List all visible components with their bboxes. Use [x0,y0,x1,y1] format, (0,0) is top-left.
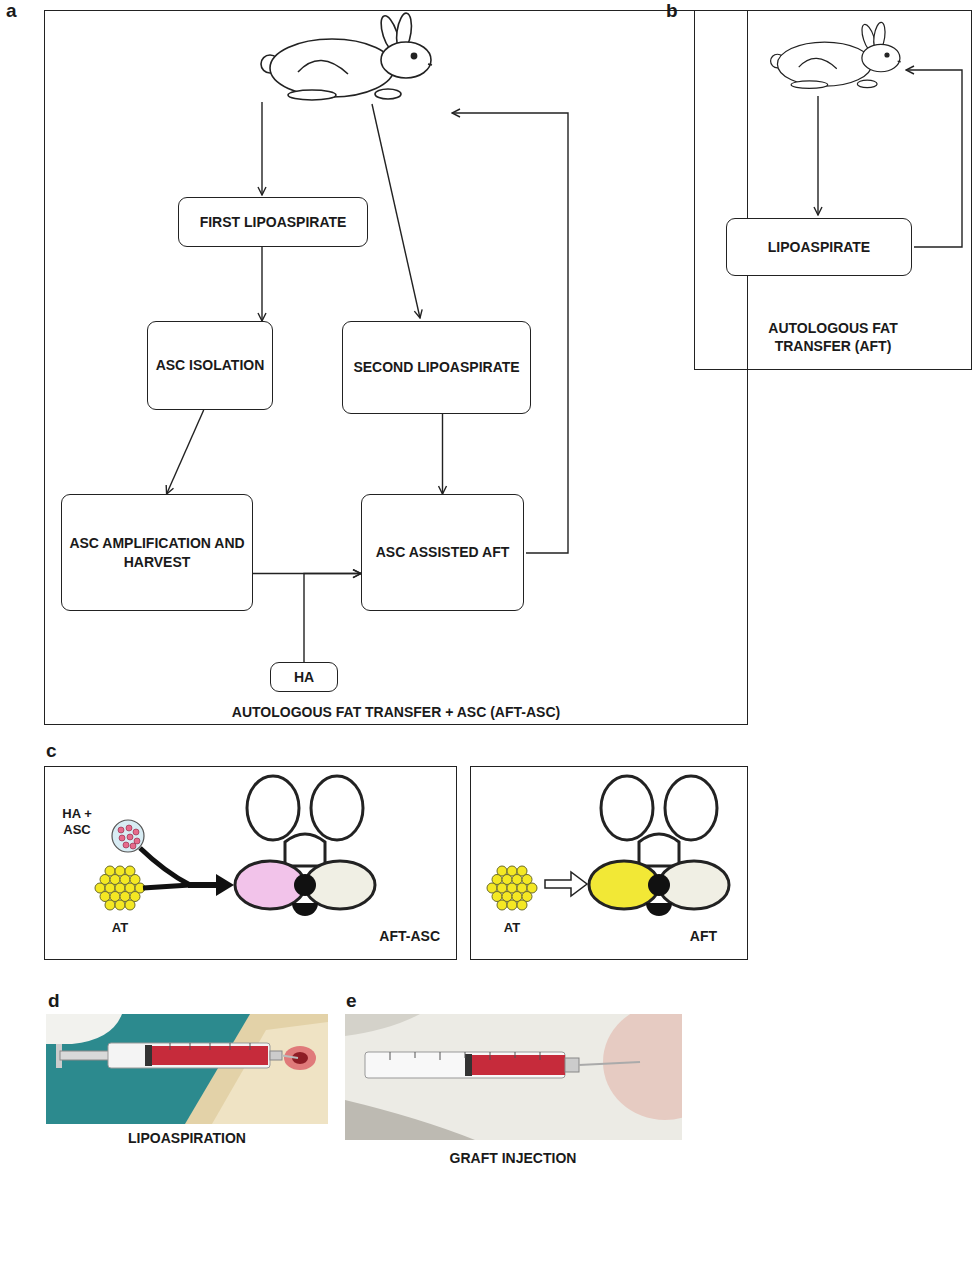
graft-injection-photo [345,1014,682,1140]
process-box: ASC ISOLATION [147,321,273,410]
photo-caption: LIPOASPIRATION [128,1130,246,1147]
bunny-face [589,776,729,916]
return-arrow [906,70,962,247]
merge-arrow [140,848,234,896]
photo-caption: GRAFT INJECTION [450,1150,577,1167]
arrow-to-second [372,104,420,318]
rabbit-drawing [261,12,432,100]
flow-arrow [167,410,204,494]
panel-title: AFT [690,928,717,946]
process-box: ASC AMPLIFICATION AND HARVEST [61,494,253,611]
process-box: LIPOASPIRATE [726,218,912,276]
panel-letter: b [666,0,678,23]
panel-frame: AUTOLOGOUS FAT TRANSFER (AFT) LIPOASPIRAT… [694,10,972,370]
panel-frame: AFT [470,766,748,960]
material-label: HA + ASC [52,806,102,837]
arrow-to-first [261,102,262,195]
box-label: LIPOASPIRATE [768,238,870,256]
box-label: SECOND LIPOASPIRATE [353,358,519,376]
material-box: HA [270,662,338,692]
lipoaspiration-photo [46,1014,328,1124]
arrow-to-lipoaspirate [817,96,818,215]
ha-asc-sphere [112,820,144,852]
box-label: FIRST LIPOASPIRATE [200,213,347,231]
return-arrow [452,113,568,553]
hollow-arrow [545,872,587,896]
box-label: ASC ASSISTED AFT [376,543,510,561]
process-box: ASC ASSISTED AFT [361,494,524,611]
process-box: SECOND LIPOASPIRATE [342,321,531,414]
flow-arrow [304,574,361,662]
material-label: AT [112,920,128,936]
adipose-tissue [487,866,537,910]
panel-frame: AUTOLOGOUS FAT TRANSFER + ASC (AFT-ASC) F… [44,10,748,725]
panel-frame: AFT-ASC [44,766,457,960]
panel-title: AFT-ASC [379,928,440,946]
panel-title: AUTOLOGOUS FAT TRANSFER (AFT) [735,320,931,355]
panel-letter: d [48,990,60,1013]
panel-title: AUTOLOGOUS FAT TRANSFER + ASC (AFT-ASC) [45,704,747,722]
box-label: HA [294,668,314,686]
box-label: ASC ISOLATION [156,356,265,374]
box-label: ASC AMPLIFICATION AND HARVEST [68,534,246,570]
panel-letter: e [346,990,357,1013]
panel-letter: a [6,0,17,23]
bunny-face [235,776,375,916]
flow-arrow [442,414,443,494]
adipose-tissue [95,866,145,910]
rabbit-drawing [771,22,901,89]
panel-letter: c [46,740,57,763]
layout-arrows [262,70,962,553]
material-label: AT [504,920,520,936]
process-box: FIRST LIPOASPIRATE [178,197,368,247]
flow-arrow [261,247,262,321]
